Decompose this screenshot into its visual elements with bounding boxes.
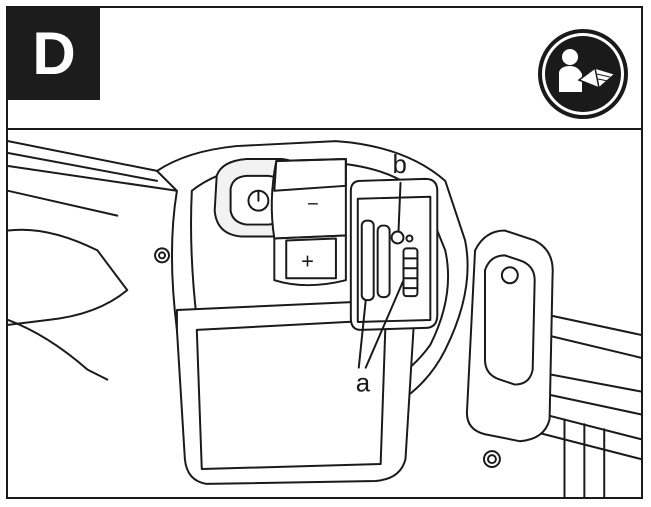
step-badge: D [8, 8, 100, 100]
plus-symbol: + [301, 248, 314, 273]
minus-symbol: − [307, 194, 319, 216]
callout-a-label: a [356, 370, 371, 398]
figure-header: D [8, 8, 641, 130]
figure-frame: D [6, 6, 643, 499]
read-manual-icon [538, 29, 628, 119]
callout-b-label: b [393, 151, 407, 179]
handle-control-illustration: b a − + [8, 140, 641, 497]
